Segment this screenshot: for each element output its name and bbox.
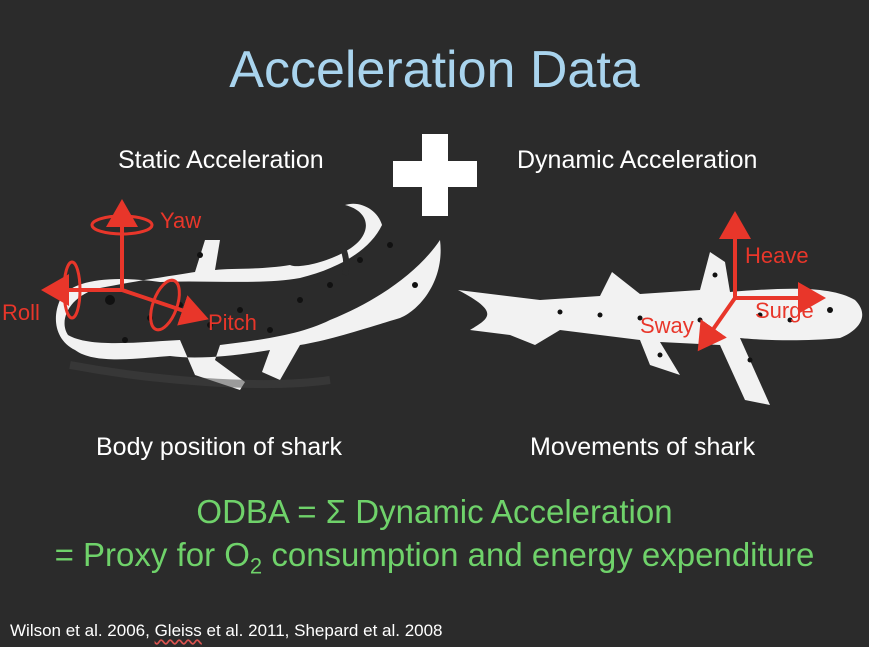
odba-formula: ODBA = Σ Dynamic Acceleration xyxy=(196,493,673,530)
citation-gleiss-name: Gleiss xyxy=(154,621,202,640)
static-acceleration-label: Static Acceleration xyxy=(118,146,324,174)
dynamic-axes: Heave Surge Sway xyxy=(640,211,826,352)
sway-arrow xyxy=(697,296,737,352)
sway-label: Sway xyxy=(640,313,694,338)
roll-rotation-icon xyxy=(62,260,82,320)
static-axes: Yaw Roll Pitch xyxy=(2,199,257,335)
left-caption: Body position of shark xyxy=(96,433,342,461)
yaw-rotation-icon xyxy=(90,214,154,236)
yaw-label: Yaw xyxy=(160,208,201,233)
proxy-subscript: 2 xyxy=(249,553,263,579)
pitch-arrow xyxy=(121,288,209,326)
citations: Wilson et al. 2006, Gleiss et al. 2011, … xyxy=(10,621,443,641)
dynamic-acceleration-label: Dynamic Acceleration xyxy=(517,146,758,174)
citation-wilson: Wilson et al. 2006, xyxy=(10,621,155,640)
right-caption: Movements of shark xyxy=(530,433,756,461)
proxy-line: = Proxy for O2 consumption and energy ex… xyxy=(0,536,869,580)
proxy-suffix: consumption and energy expenditure xyxy=(262,536,815,573)
shark-left-illustration xyxy=(55,203,441,390)
plus-icon xyxy=(393,134,477,216)
citation-rest: et al. 2011, Shepard et al. 2008 xyxy=(201,621,443,640)
roll-label: Roll xyxy=(2,300,40,325)
proxy-prefix: = Proxy for O xyxy=(54,536,250,573)
heave-label: Heave xyxy=(745,243,809,268)
surge-label: Surge xyxy=(755,298,814,323)
pitch-label: Pitch xyxy=(208,310,257,335)
page-title: Acceleration Data xyxy=(229,41,640,99)
pitch-rotation-icon xyxy=(149,278,181,332)
